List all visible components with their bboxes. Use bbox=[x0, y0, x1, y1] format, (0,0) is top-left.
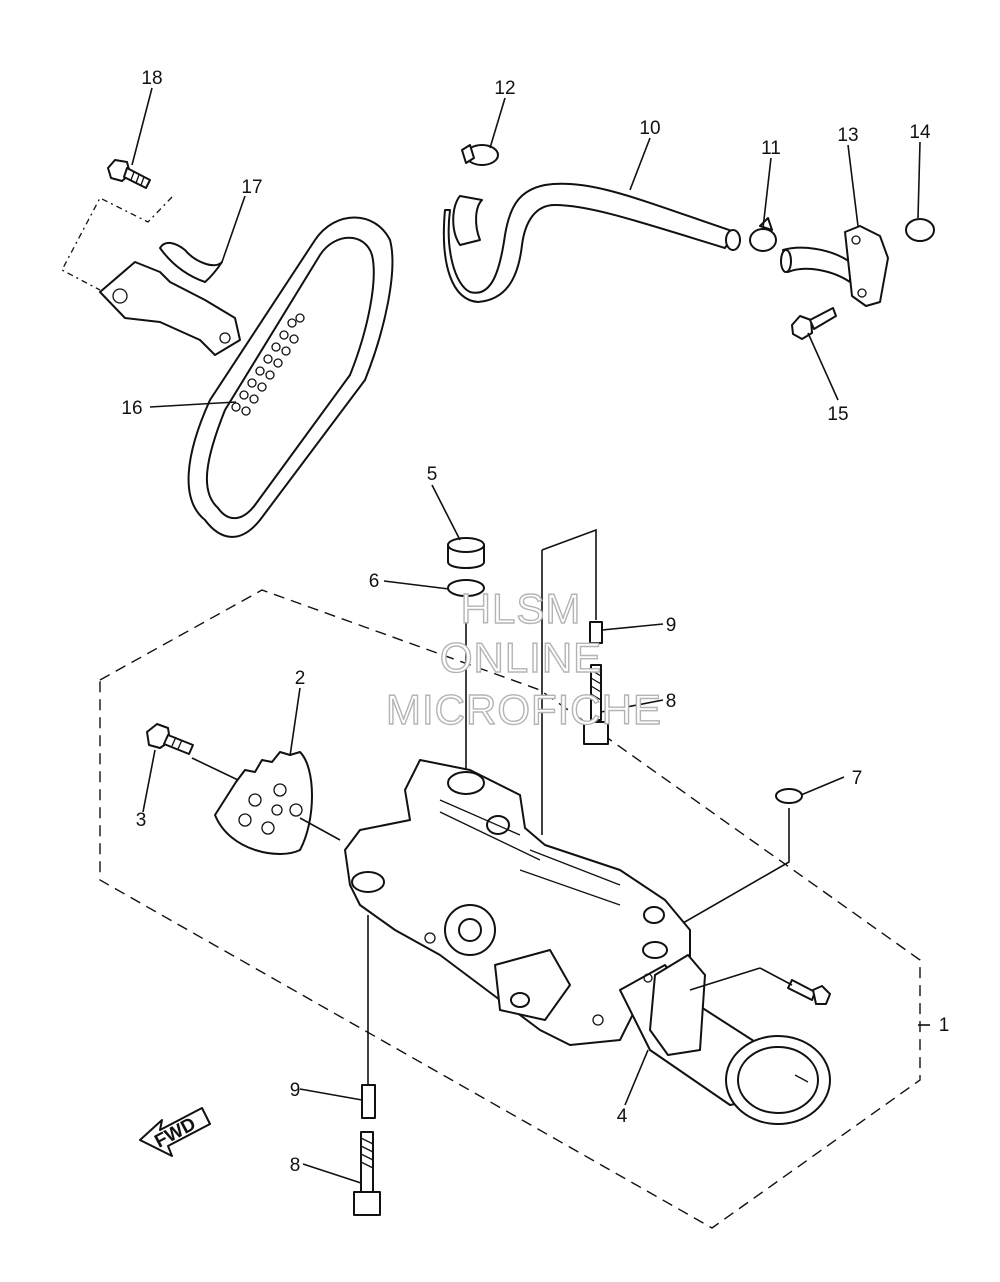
sprocket-bolt[interactable] bbox=[146, 723, 194, 755]
label-8-upper: 8 bbox=[666, 691, 677, 712]
sprocket-guide-line bbox=[191, 757, 341, 841]
cam-chain[interactable] bbox=[187, 216, 394, 538]
watermark: HLSM ONLINE MICROFICHE bbox=[385, 584, 662, 733]
watermark-line-3: MICROFICHE bbox=[386, 686, 662, 733]
oil-pump-assembly-outline bbox=[99, 589, 921, 1229]
label-15: 15 bbox=[827, 404, 848, 425]
label-9-lower: 9 bbox=[290, 1080, 301, 1101]
pipe-bolt[interactable] bbox=[791, 307, 837, 340]
label-3: 3 bbox=[136, 810, 147, 831]
hose-clamp-upper[interactable] bbox=[461, 144, 499, 166]
leader-lines bbox=[131, 87, 930, 1184]
label-1: 1 bbox=[939, 1015, 950, 1036]
oil-pipe[interactable] bbox=[780, 225, 889, 307]
guide-bolt[interactable] bbox=[107, 159, 151, 189]
label-8-lower: 8 bbox=[290, 1155, 301, 1176]
label-11: 11 bbox=[761, 138, 781, 159]
watermark-line-1: HLSM bbox=[461, 585, 582, 632]
label-10: 10 bbox=[639, 118, 660, 139]
bolt-guide-line bbox=[541, 528, 597, 835]
lower-pump-bolt[interactable] bbox=[353, 1131, 381, 1216]
lower-dowel-pin[interactable] bbox=[361, 1084, 376, 1119]
label-18: 18 bbox=[141, 68, 162, 89]
chain-guide[interactable] bbox=[99, 242, 241, 356]
label-5: 5 bbox=[427, 464, 438, 485]
watermark-line-2: ONLINE bbox=[440, 634, 602, 681]
label-2: 2 bbox=[295, 668, 306, 689]
upper-dowel-pin[interactable] bbox=[589, 621, 603, 644]
fwd-badge-text: FWD bbox=[151, 1114, 199, 1153]
pump-drive-sprocket[interactable] bbox=[214, 751, 313, 855]
label-6: 6 bbox=[369, 571, 380, 592]
label-14: 14 bbox=[909, 122, 931, 143]
oring-guide-line bbox=[649, 808, 790, 943]
strainer-guide-line bbox=[689, 967, 793, 991]
label-13: 13 bbox=[837, 125, 858, 146]
label-12: 12 bbox=[494, 78, 515, 99]
pump-o-ring[interactable] bbox=[447, 579, 485, 597]
o-ring[interactable] bbox=[905, 218, 935, 242]
label-7: 7 bbox=[852, 768, 863, 789]
label-4: 4 bbox=[617, 1106, 628, 1127]
strainer-o-ring[interactable] bbox=[775, 788, 803, 804]
pump-collar[interactable] bbox=[447, 537, 485, 569]
oil-strainer[interactable] bbox=[619, 954, 831, 1125]
label-9-upper: 9 bbox=[666, 615, 677, 636]
label-17: 17 bbox=[241, 177, 262, 198]
upper-pump-bolt[interactable] bbox=[583, 664, 609, 745]
oil-pump-body[interactable] bbox=[344, 759, 691, 1046]
oil-hose[interactable] bbox=[442, 182, 741, 303]
fwd-arrow bbox=[139, 1107, 211, 1157]
label-16: 16 bbox=[121, 398, 142, 419]
strainer-bolt[interactable] bbox=[787, 979, 831, 1005]
